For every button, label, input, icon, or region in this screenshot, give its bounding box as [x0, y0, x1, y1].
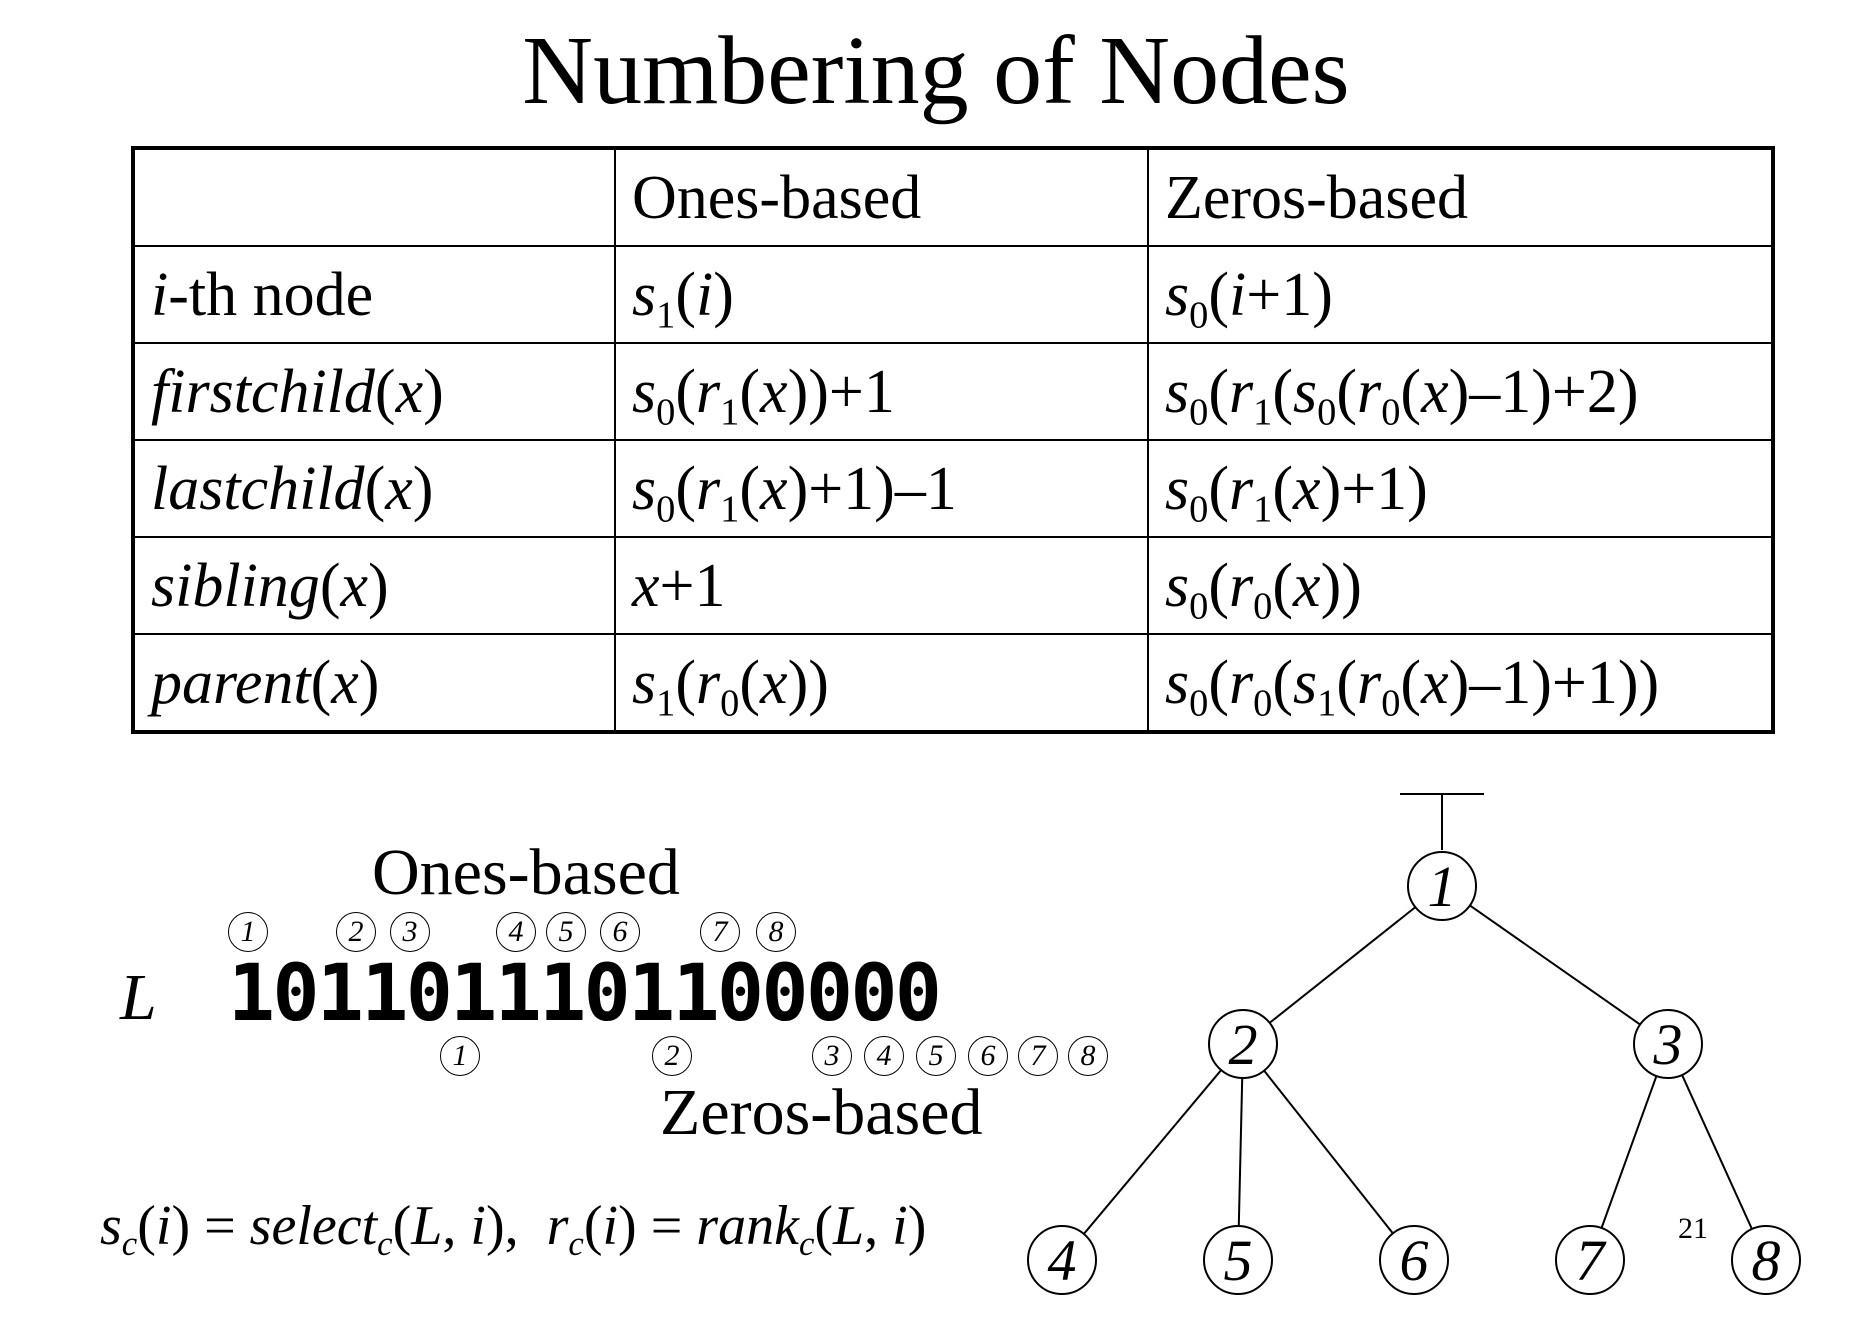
tree-node-circle	[1027, 1225, 1097, 1295]
zeros-number-4: 4	[864, 1036, 904, 1076]
ones-cell: x+1	[614, 536, 1149, 635]
zeros-number-1: 1	[440, 1036, 480, 1076]
select-rank-formula: sc(i) = selectc(L, i), rc(i) = rankc(L, …	[100, 1195, 927, 1264]
table-row: parent(x) s1(r0(x)) s0(r0(s1(r0(x)–1)+1)…	[132, 633, 1774, 733]
operations-table: Ones-based Zeros-based i-th node s1(i) s…	[131, 146, 1775, 734]
tree-node-label: 4	[1048, 1228, 1077, 1293]
op-cell: firstchild(x)	[132, 342, 616, 441]
slide-title: Numbering of Nodes	[522, 17, 1350, 125]
tree-edge	[1083, 1069, 1222, 1235]
tree-node-circle	[1633, 1009, 1703, 1079]
ones-number-7: 7	[700, 912, 740, 952]
tree-node-label: 3	[1653, 1012, 1683, 1077]
ones-number-6: 6	[600, 912, 640, 952]
header-zeros-based: Zeros-based	[1147, 147, 1774, 247]
tree-node-label: 1	[1428, 854, 1457, 919]
header-empty	[132, 147, 616, 247]
ones-cell: s0(r1(x))+1	[614, 342, 1149, 441]
tree-node-label: 6	[1400, 1228, 1429, 1293]
tree-node-label: 7	[1576, 1228, 1607, 1293]
bitstring-name: L	[120, 961, 157, 1034]
tree-node-label: 2	[1229, 1012, 1258, 1077]
zeros-cell: s0(r0(x))	[1147, 536, 1774, 635]
zeros-cell: s0(r0(s1(r0(x)–1)+1))	[1147, 633, 1774, 733]
table-row: i-th node s1(i) s0(i+1)	[132, 245, 1774, 344]
zeros-number-6: 6	[968, 1036, 1008, 1076]
op-cell: sibling(x)	[132, 536, 616, 635]
ones-number-5: 5	[546, 912, 586, 952]
zeros-based-label: Zeros-based	[660, 1076, 983, 1149]
op-cell: parent(x)	[132, 633, 616, 733]
op-cell: i-th node	[132, 245, 616, 344]
ones-cell: s1(i)	[614, 245, 1149, 344]
tree-edge	[1263, 1070, 1394, 1234]
tree-edge	[1469, 904, 1641, 1026]
zeros-cell: s0(r1(x)+1)	[1147, 439, 1774, 538]
tree-edge	[1681, 1074, 1753, 1230]
table-row: lastchild(x) s0(r1(x)+1)–1 s0(r1(x)+1)	[132, 439, 1774, 538]
ones-number-8: 8	[756, 912, 796, 952]
zeros-number-5: 5	[916, 1036, 956, 1076]
table-header-row: Ones-based Zeros-based	[132, 147, 1774, 247]
tree-node-circle	[1203, 1225, 1273, 1295]
page-number: 21	[1678, 1212, 1708, 1245]
ones-cell: s1(r0(x))	[614, 633, 1149, 733]
tree-node-circle	[1379, 1225, 1449, 1295]
table-row: firstchild(x) s0(r1(x))+1 s0(r1(s0(r0(x)…	[132, 342, 1774, 441]
ones-cell: s0(r1(x)+1)–1	[614, 439, 1149, 538]
zeros-cell: s0(r1(s0(r0(x)–1)+2)	[1147, 342, 1774, 441]
table-row: sibling(x) x+1 s0(r0(x))	[132, 536, 1774, 635]
tree-node-circle	[1407, 851, 1477, 921]
ones-number-1: 1	[228, 912, 268, 952]
zeros-cell: s0(i+1)	[1147, 245, 1774, 344]
ones-based-label: Ones-based	[372, 836, 680, 909]
zeros-number-3: 3	[812, 1036, 852, 1076]
zeros-number-7: 7	[1018, 1036, 1058, 1076]
header-ones-based: Ones-based	[614, 147, 1149, 247]
tree-edge	[1600, 1075, 1658, 1229]
zeros-number-2: 2	[652, 1036, 692, 1076]
zeros-number-8: 8	[1068, 1036, 1108, 1076]
ones-number-4: 4	[496, 912, 536, 952]
tree-node-label: 5	[1224, 1228, 1253, 1293]
tree-edge	[1269, 906, 1416, 1024]
bitstring-bits: 1011011101100000	[228, 949, 942, 1039]
ones-number-2: 2	[336, 912, 376, 952]
tree-node-circle	[1208, 1009, 1278, 1079]
tree-node-circle	[1555, 1225, 1625, 1295]
tree-node-label: 8	[1752, 1228, 1781, 1293]
tree-edge	[1237, 1077, 1244, 1227]
tree-node-circle	[1731, 1225, 1801, 1295]
op-cell: lastchild(x)	[132, 439, 616, 538]
ones-number-3: 3	[390, 912, 430, 952]
